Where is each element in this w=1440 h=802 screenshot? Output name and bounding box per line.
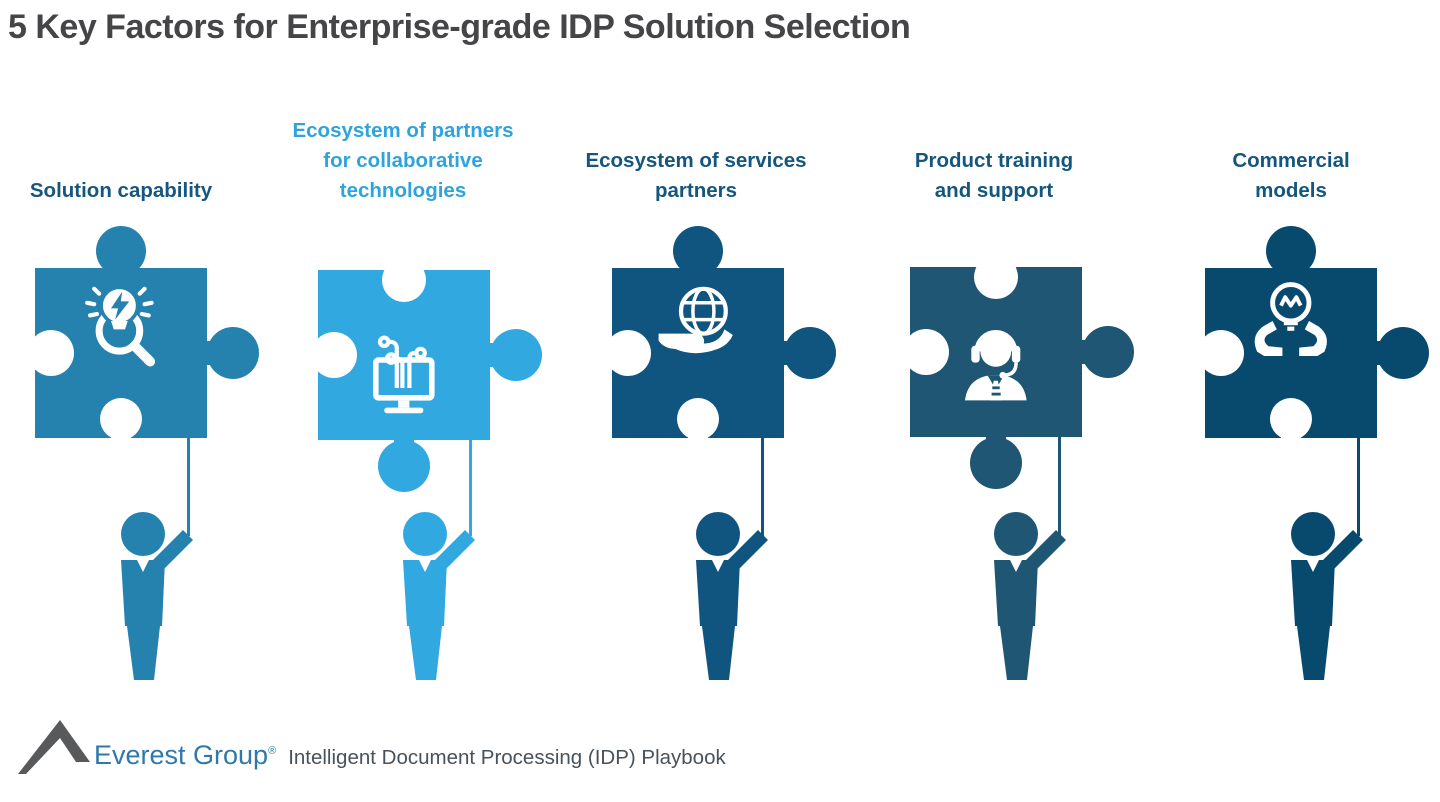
puzzle-piece	[35, 226, 259, 440]
factor-label-training-support: Product training and support	[914, 149, 1074, 202]
registered-mark: ®	[268, 745, 277, 757]
string-line	[469, 440, 472, 536]
puzzle-piece	[612, 226, 836, 440]
technology-integration-icon	[372, 335, 435, 414]
support-agent-icon	[965, 330, 1027, 401]
string-line	[187, 438, 190, 536]
footer: Everest Group® Intelligent Document Proc…	[16, 710, 726, 780]
string-line	[1058, 437, 1061, 536]
string-line	[761, 438, 764, 536]
idea-hands-icon	[1254, 282, 1327, 356]
page-title: 5 Key Factors for Enterprise-grade IDP S…	[8, 8, 911, 46]
globe-hand-icon	[658, 286, 733, 354]
string-line	[1357, 438, 1360, 536]
factor-label-partner-ecosystem: Ecosystem of partners for collaborative …	[292, 119, 514, 202]
idea-search-icon	[85, 285, 156, 367]
puzzle-piece	[910, 267, 1134, 489]
person-figure	[1291, 512, 1363, 680]
person-figure	[403, 512, 475, 680]
factor-label-solution-capability: Solution capability	[29, 179, 213, 202]
person-figure	[994, 512, 1066, 680]
factor-label-commercial-models: Commercial models	[1232, 149, 1350, 202]
person-figure	[121, 512, 193, 680]
person-figure	[696, 512, 768, 680]
mountain-logo-icon	[18, 720, 90, 774]
footer-tagline: Intelligent Document Processing (IDP) Pl…	[288, 746, 726, 769]
factor-label-services-partners: Ecosystem of services partners	[585, 149, 807, 202]
puzzle-piece	[1205, 226, 1429, 440]
puzzle-piece	[318, 270, 542, 492]
brand-name: Everest Group®	[94, 740, 277, 770]
